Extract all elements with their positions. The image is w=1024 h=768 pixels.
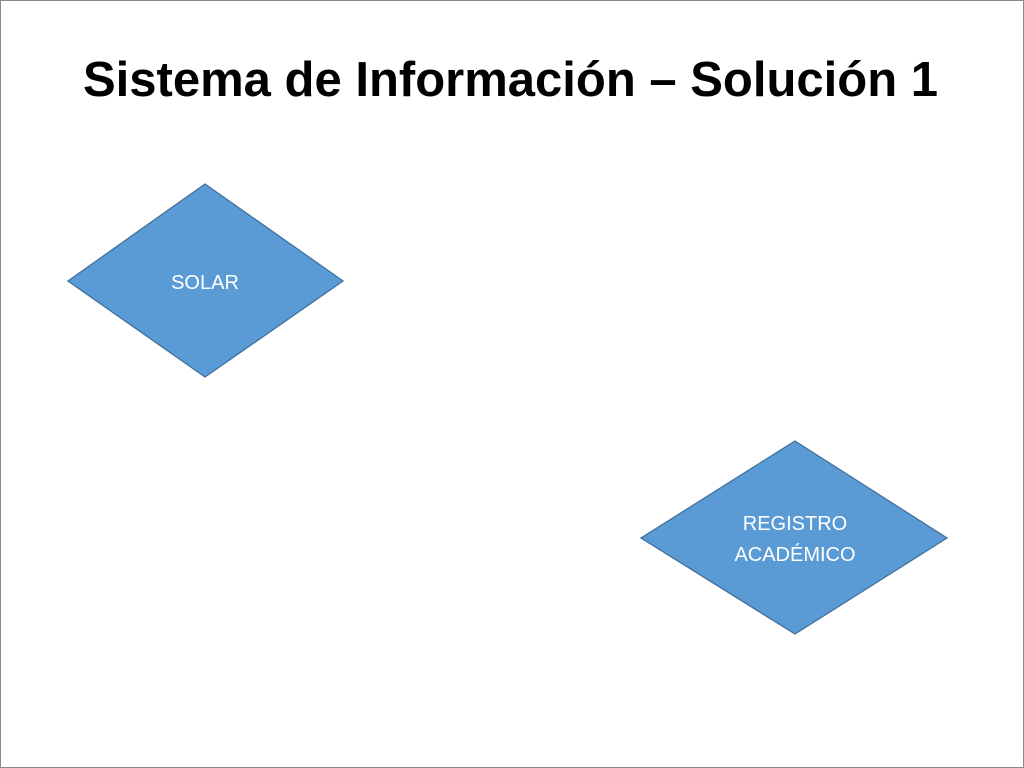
diamond-shape (66, 183, 345, 378)
node-label-line: ACADÉMICO (734, 543, 855, 566)
node-label-line: SOLAR (171, 272, 239, 294)
slide-title: Sistema de Información – Solución 1 (83, 53, 938, 107)
node-registro-academico: REGISTRO ACADÉMICO (639, 440, 949, 635)
node-solar: SOLAR (66, 183, 345, 378)
node-label-line: REGISTRO (743, 513, 847, 535)
diamond-shape (639, 440, 949, 635)
